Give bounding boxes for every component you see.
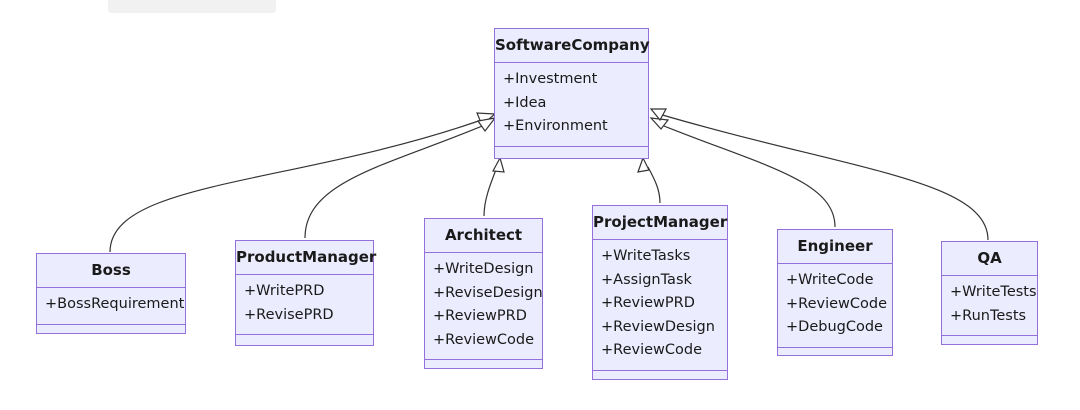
class-member: +BossRequirement (45, 296, 185, 312)
class-name: Architect (444, 226, 523, 244)
edge-productmanager (304, 123, 488, 239)
class-engineer[interactable]: Engineer +WriteCode +ReviewCode +DebugCo… (777, 229, 893, 356)
class-member: +Environment (503, 118, 608, 134)
class-member: +ReviseDesign (433, 284, 543, 301)
class-methods (37, 323, 185, 335)
edge-boss (109, 117, 488, 253)
class-member: +AssignTask (601, 271, 692, 288)
class-member: +WriteTests (950, 284, 1037, 300)
class-boss[interactable]: Boss +BossRequirement (36, 253, 186, 334)
class-member: +ReviewCode (786, 295, 888, 312)
class-methods (778, 346, 892, 358)
class-attributes: +WriteTests +RunTests (942, 275, 1037, 335)
class-name: Engineer (797, 237, 873, 255)
class-member: +Idea (503, 94, 547, 111)
class-projectmanager[interactable]: ProjectManager +WriteTasks +AssignTask +… (592, 205, 728, 380)
class-name: ProductManager (236, 248, 377, 266)
arrowhead-projectmanager (637, 156, 650, 173)
class-attributes: +WriteCode +ReviewCode +DebugCode (778, 263, 892, 347)
class-methods (425, 359, 542, 370)
class-attributes: +WriteDesign +ReviseDesign +ReviewPRD +R… (425, 252, 543, 359)
class-methods (236, 334, 373, 345)
edge-engineer (658, 123, 836, 228)
class-attributes: +WriteTasks +AssignTask +ReviewPRD +Revi… (593, 239, 727, 370)
class-member: +WritePRD (244, 283, 325, 299)
class-name: QA (977, 249, 1002, 267)
arrowhead-productmanager (476, 117, 497, 133)
class-member: +WriteCode (786, 272, 874, 288)
class-member: +ReviewPRD (601, 295, 695, 311)
class-member: +RunTests (950, 307, 1027, 324)
arrowhead-qa (649, 108, 668, 122)
class-attributes: +Investment +Idea +Environment (495, 62, 648, 146)
class-attributes: +BossRequirement (37, 287, 185, 324)
edge-architect (483, 166, 498, 217)
class-member: +WriteTasks (601, 248, 691, 264)
class-member: +ReviewPRD (433, 308, 527, 324)
class-member: +ReviewDesign (601, 318, 715, 335)
class-member: +WriteDesign (433, 261, 534, 277)
class-member: +Investment (503, 71, 598, 87)
class-productmanager[interactable]: ProductManager +WritePRD +RevisePRD (235, 240, 377, 346)
class-qa[interactable]: QA +WriteTests +RunTests (941, 241, 1038, 345)
class-softwarecompany[interactable]: SoftwareCompany +Investment +Idea +Envir… (494, 28, 650, 159)
class-attributes: +WritePRD +RevisePRD (236, 274, 373, 334)
arrowhead-architect (492, 156, 505, 173)
class-member: +ReviewCode (433, 331, 535, 348)
class-methods (942, 335, 1037, 346)
edge-qa (658, 113, 989, 241)
class-architect[interactable]: Architect +WriteDesign +ReviseDesign +Re… (424, 218, 543, 369)
class-methods (593, 369, 727, 381)
top-strip (108, 0, 276, 13)
class-member: +ReviewCode (601, 342, 703, 358)
edge-projectmanager (647, 166, 661, 204)
class-name: SoftwareCompany (495, 36, 650, 54)
class-name: ProjectManager (593, 213, 728, 231)
class-methods (495, 145, 648, 157)
class-member: +DebugCode (786, 319, 883, 335)
class-member: +RevisePRD (244, 306, 334, 323)
class-name: Boss (91, 261, 131, 279)
